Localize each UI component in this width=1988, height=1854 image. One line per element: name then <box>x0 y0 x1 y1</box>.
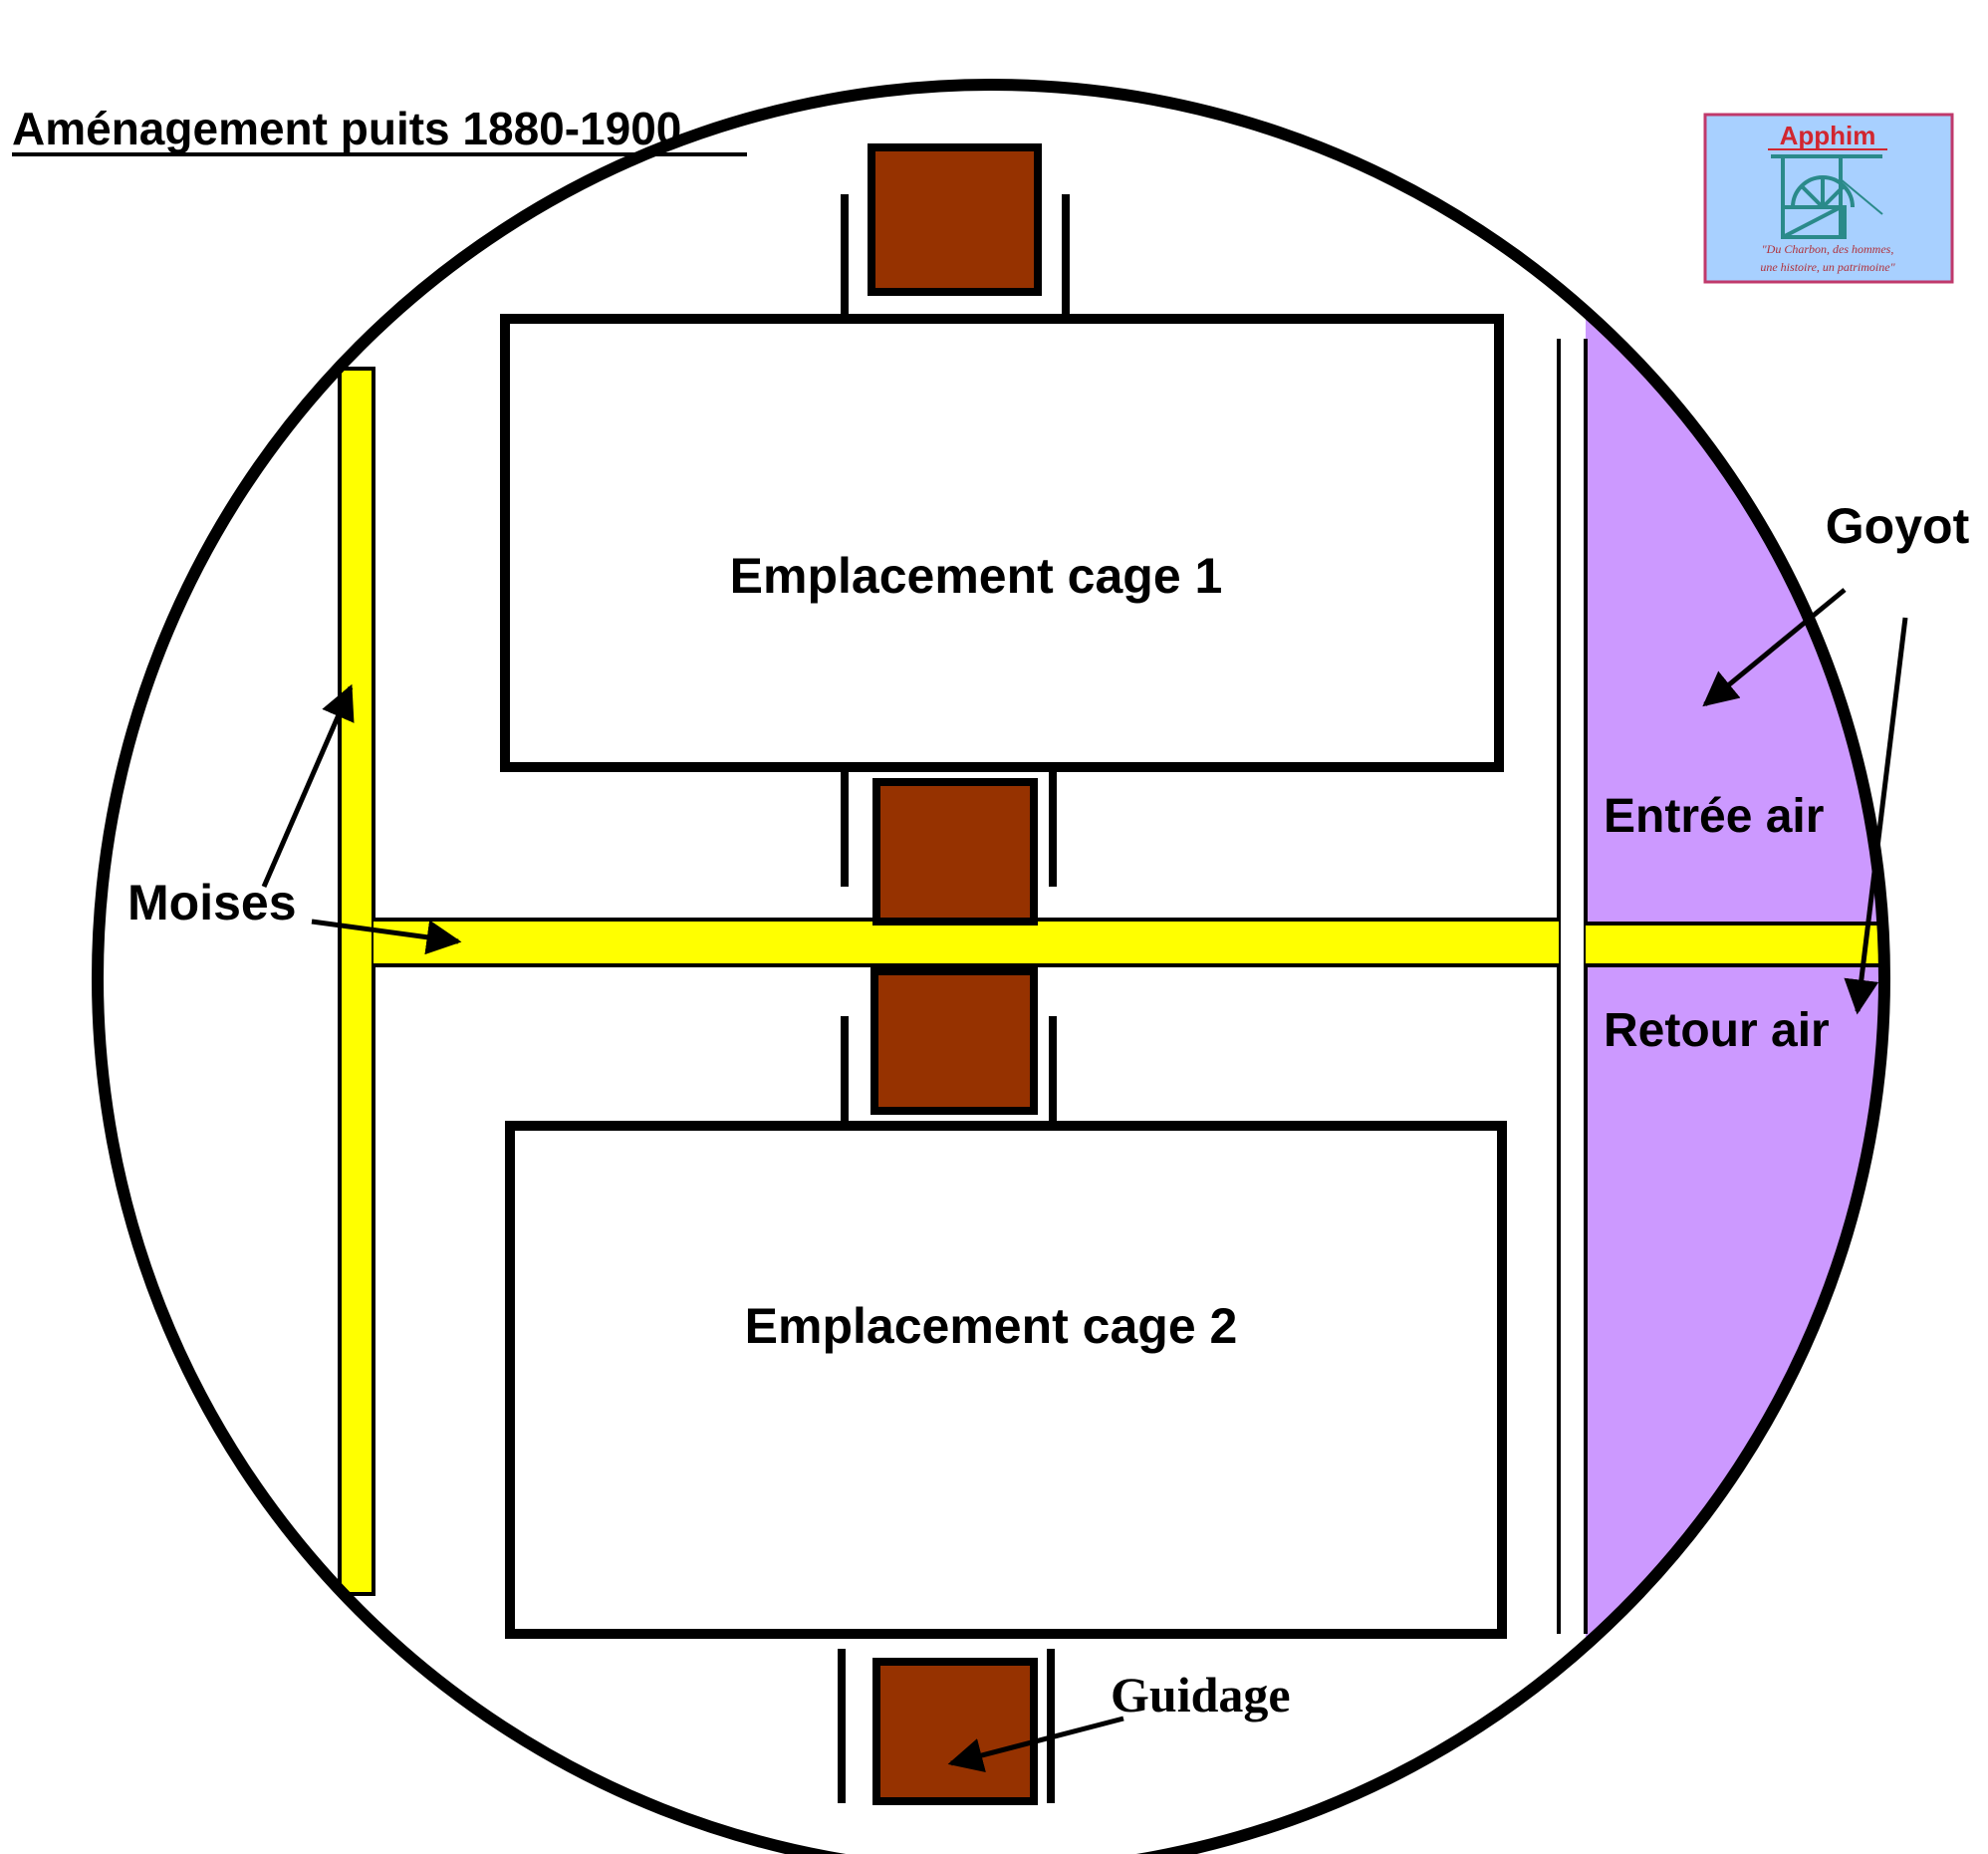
entree-air-label: Entrée air <box>1604 790 1824 843</box>
guide-rails <box>838 194 1070 1803</box>
guidage-label: Guidage <box>1111 1667 1291 1722</box>
logo-motto-line1: "Du Charbon, des hommes, <box>1762 242 1894 256</box>
logo-frame <box>1703 113 1954 284</box>
shaft-wall <box>92 79 1890 1854</box>
guidage-block-mid-lower <box>870 967 1038 1115</box>
guidage-block-top <box>868 143 1042 296</box>
moise-horizontal <box>373 920 1559 965</box>
moise-vertical <box>338 367 375 1596</box>
headframe-icon <box>1771 154 1883 239</box>
cage-2-label: Emplacement cage 2 <box>745 1298 1238 1354</box>
logo-motto-line2: une histoire, un patrimoine" <box>1760 260 1895 274</box>
leader-arrows <box>261 588 1908 1773</box>
moises-arrow-horizontal <box>311 919 462 955</box>
cage-1-emplacement <box>500 314 1504 772</box>
guidage-block-mid-upper <box>872 778 1038 926</box>
cage-1-label: Emplacement cage 1 <box>730 548 1223 604</box>
guidage-arrow <box>947 1716 1124 1773</box>
apphim-logo: Apphim "Du Charbon, des hommes, une hist… <box>1703 113 1954 284</box>
moises-label: Moises <box>127 875 297 930</box>
retour-air-label: Retour air <box>1604 1004 1830 1057</box>
air-arrow <box>1844 617 1908 1015</box>
cage-2-emplacement <box>505 1121 1507 1639</box>
diagram-title: Aménagement puits 1880-1900 <box>12 103 681 154</box>
logo-name: Apphim <box>1780 121 1876 150</box>
goyot-arrow <box>1702 588 1847 707</box>
moises-arrow-vertical <box>261 683 355 888</box>
guidage-block-bottom <box>872 1658 1038 1805</box>
moise-goyot <box>1586 924 1884 965</box>
goyot-label: Goyot <box>1826 498 1970 554</box>
